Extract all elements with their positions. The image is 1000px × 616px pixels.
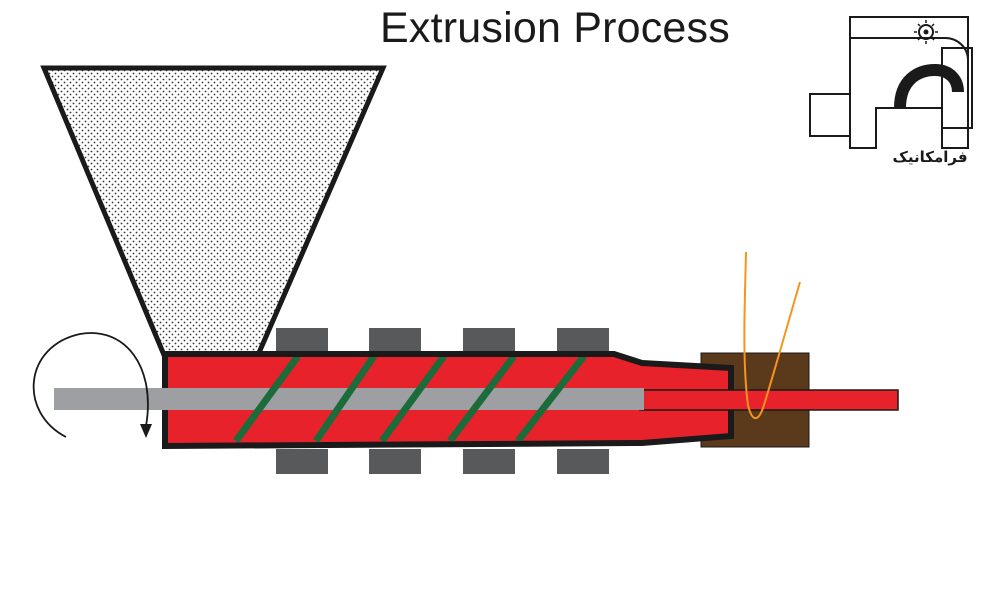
extruded-strand: [639, 389, 899, 411]
page-title: Extrusion Process: [380, 4, 730, 52]
curved-arrow-icon: [32, 332, 152, 438]
gear-logo-icon: [809, 16, 973, 149]
screw-shaft: [54, 388, 644, 410]
hopper: [40, 65, 387, 358]
heater-bands-bottom: [276, 449, 609, 474]
filament-strand: [743, 251, 801, 420]
screw-flights: [233, 357, 587, 443]
logo-text: فرامکانیک: [892, 148, 968, 166]
heater-bands-top: [276, 328, 609, 353]
